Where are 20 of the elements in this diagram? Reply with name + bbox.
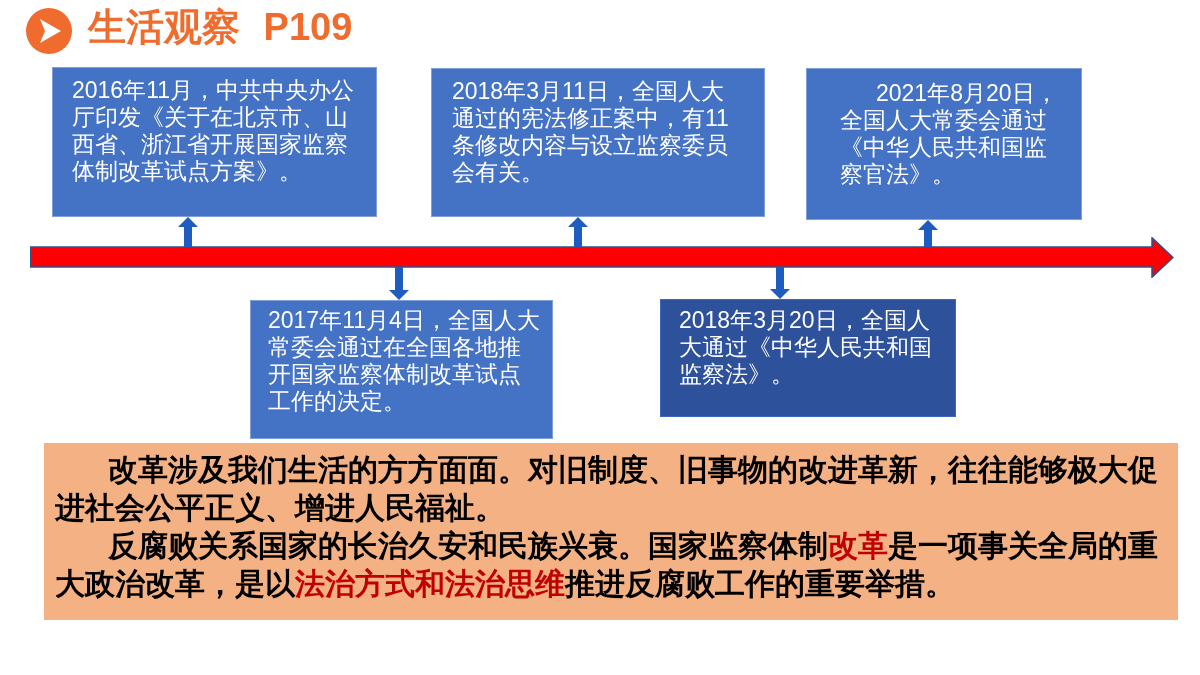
paragraph: 反腐败关系国家的长治久安和民族兴衰。国家监察体制改革是一项事关全局的重大政治改革，是以法治方式和法治思维推进反腐败工作的重要举措。	[55, 528, 1159, 602]
arrow	[178, 217, 198, 247]
timeline-arrow	[30, 237, 1174, 278]
event-text: 2016年11月，中共中央办公厅印发《关于在北京市、山西省、浙江省开展国家监察体制改革试点方案》。	[72, 77, 356, 185]
event-text: 2018年3月11日，全国人大通过的宪法修正案中，有11条修改内容与设立监察委员会有关。	[452, 78, 730, 186]
event-box	[660, 299, 956, 417]
event-box	[250, 300, 553, 439]
arrow	[568, 217, 588, 247]
event-text: 2018年3月20日，全国人大通过《中华人民共和国监察法》。	[679, 307, 933, 388]
paragraph: 改革涉及我们生活的方方面面。对旧制度、旧事物的改进革新，往往能够极大促进社会公平正义、增进人民福祉。	[55, 452, 1159, 526]
event-box	[52, 67, 377, 217]
event-text: 2017年11月4日，全国人大常委会通过在全国各地推开国家监察体制改革试点工作的决定。	[268, 307, 541, 415]
note-box	[44, 443, 1178, 620]
arrow	[389, 267, 409, 300]
arrow	[918, 220, 938, 247]
event-text: 2021年8月20日，全国人大常委会通过《中华人民共和国监察官法》。	[840, 80, 1059, 188]
event-box	[806, 68, 1082, 220]
arrow	[770, 267, 790, 299]
title: 生活观察 P109	[88, 5, 353, 50]
event-box	[431, 68, 765, 217]
